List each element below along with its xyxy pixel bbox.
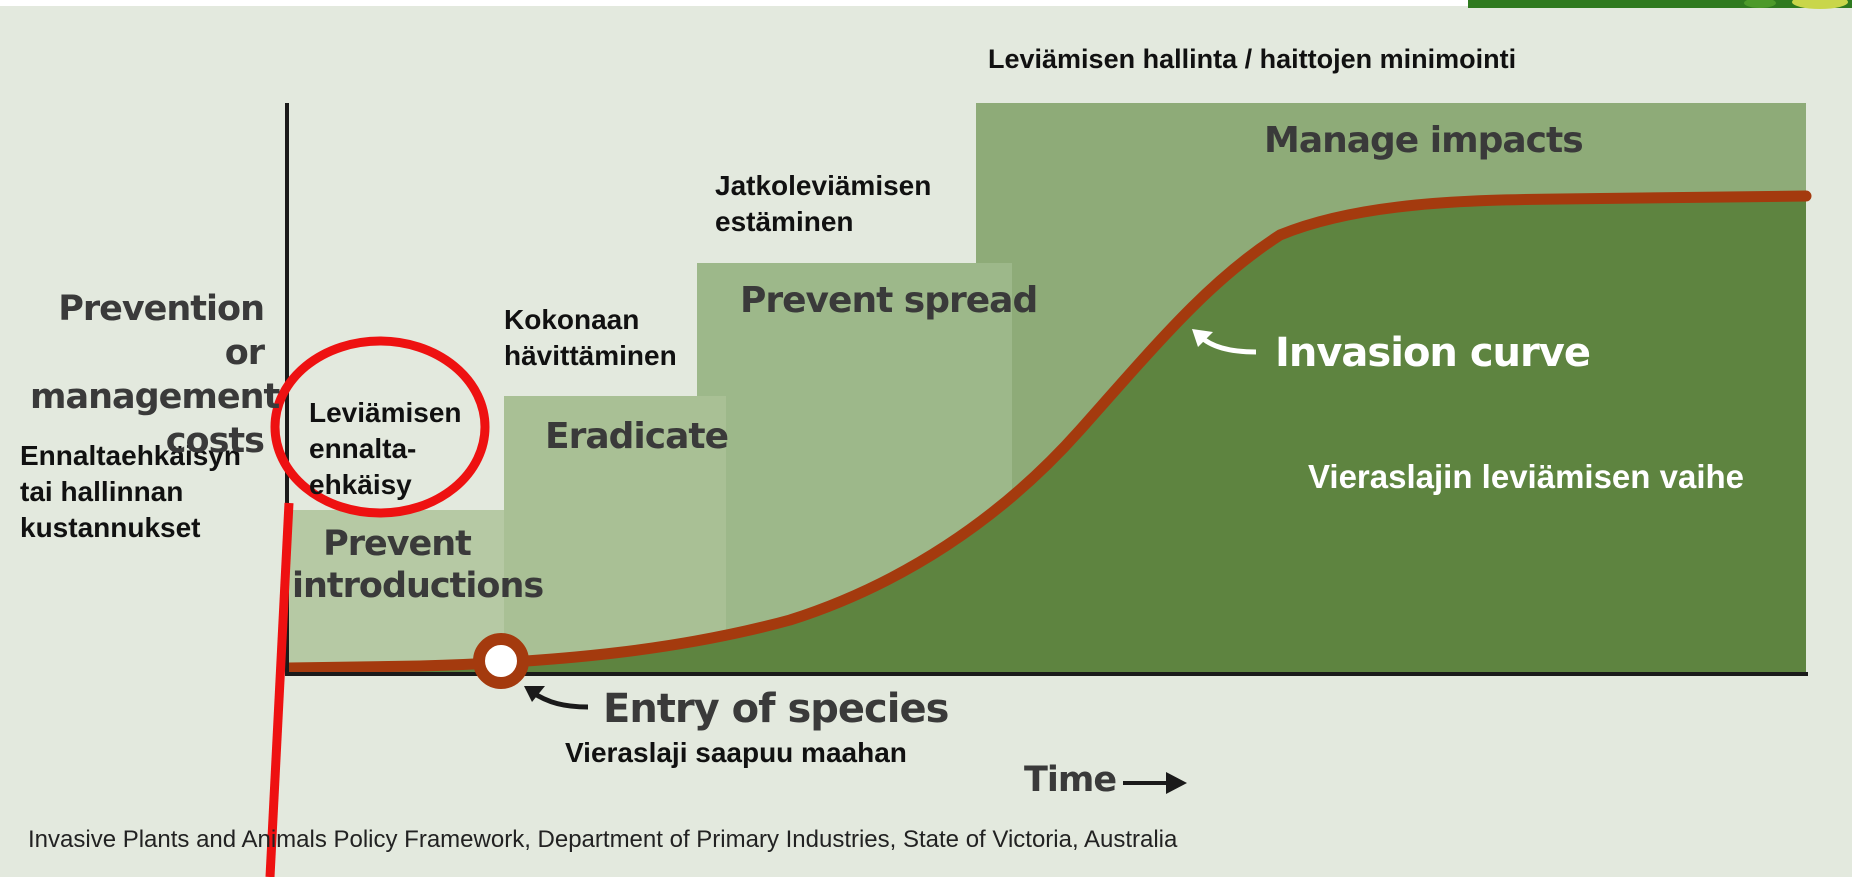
finnish-eradication-label: Kokonaan hävittäminen [504, 304, 677, 371]
corner-leaf-image [1468, 0, 1852, 9]
invasion-area [289, 196, 1806, 673]
highlight-line [265, 502, 294, 877]
finnish-entry-label: Vieraslaji saapuu maahan [565, 737, 907, 768]
invasion-curve-line [283, 190, 1812, 674]
invasion-curve-arrow-icon [1192, 329, 1257, 355]
finnish-invasion-phase-label: Vieraslajin leviämisen vaihe [1308, 458, 1744, 495]
y-axis-label: Prevention or management costs [30, 289, 280, 461]
entry-marker [473, 633, 529, 689]
entry-arrow-icon [524, 686, 589, 710]
stage-label-manage-impacts: Manage impacts [1264, 120, 1584, 161]
stage-block-prevent-introductions [289, 510, 504, 673]
time-arrow-icon [1123, 772, 1187, 794]
stage-block-eradicate [504, 396, 726, 673]
stage-label-eradicate: Eradicate [545, 416, 729, 457]
highlight-ellipse [270, 336, 490, 518]
x-axis-label: Time [1024, 760, 1117, 800]
header-management-label: Leviämisen hallinta / haittojen minimoin… [988, 44, 1517, 74]
finnish-cost-axis-label: Ennaltaehkäisyn tai hallinnan kustannuks… [20, 440, 241, 543]
stage-label-prevent-spread: Prevent spread [740, 280, 1038, 321]
stage-label-prevent-introductions: Prevent introductions [292, 524, 544, 606]
source-credit: Invasive Plants and Animals Policy Frame… [28, 826, 1178, 853]
finnish-spread-prevention-label: Jatkoleviämisen estäminen [715, 170, 932, 237]
entry-of-species-label: Entry of species [603, 686, 949, 732]
finnish-prevention-label: Leviämisen ennalta-ehkäisy [309, 397, 462, 500]
invasion-curve-label: Invasion curve [1275, 330, 1591, 376]
